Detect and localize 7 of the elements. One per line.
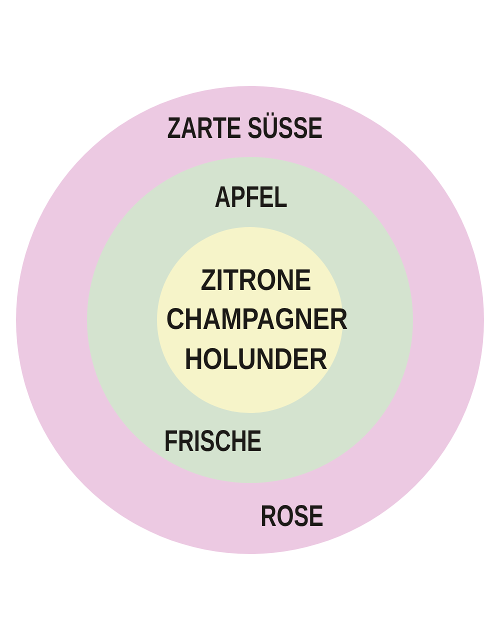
circle-label: CHAMPAGNER — [166, 305, 348, 335]
circle-label: FRISCHE — [164, 426, 262, 456]
circle-label: ROSE — [260, 502, 324, 532]
circle-label: ZARTE SÜSSE — [166, 114, 322, 144]
circle-label: ZITRONE — [200, 266, 311, 296]
circle-label: HOLUNDER — [184, 344, 327, 374]
circle-label: APFEL — [214, 182, 287, 212]
